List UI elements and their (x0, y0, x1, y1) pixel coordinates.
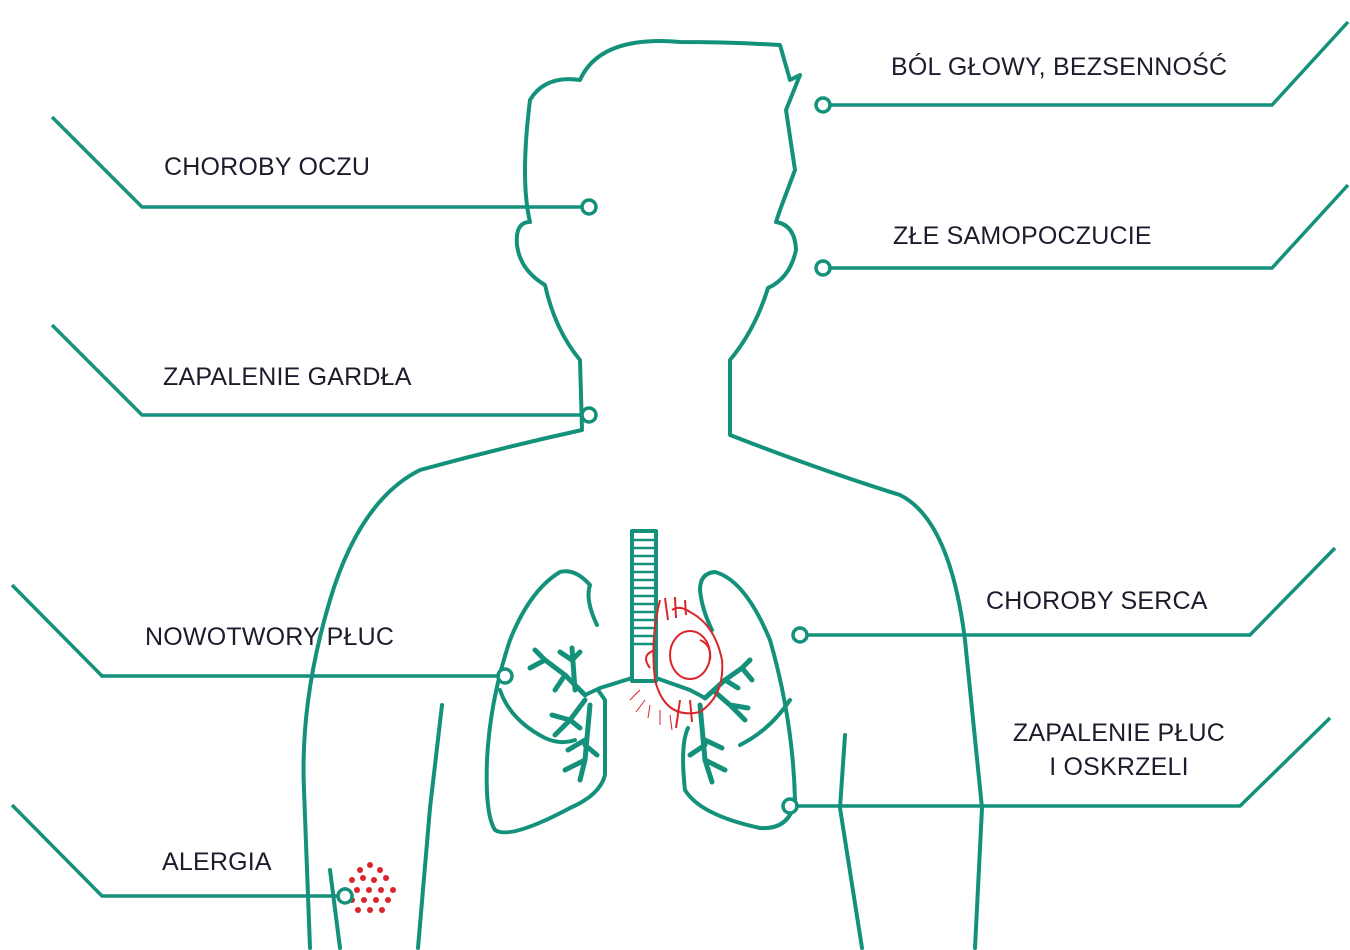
label-wellbeing: ZŁE SAMOPOCZUCIE (893, 219, 1152, 253)
marker-wellbeing (816, 261, 830, 275)
allergy-dots (342, 862, 396, 913)
label-pneumonia: ZAPALENIE PŁUC I OSKRZELI (998, 716, 1240, 784)
body-silhouette (304, 41, 982, 948)
right-lung (683, 572, 795, 828)
label-pneumonia-line2: I OSKRZELI (998, 750, 1240, 784)
right-inner-arm (840, 735, 862, 948)
left-forearm-line (330, 870, 340, 948)
label-eyes: CHOROBY OCZU (164, 150, 370, 184)
label-headache: BÓL GŁOWY, BEZSENNOŚĆ (891, 50, 1227, 84)
marker-lung-cancer (498, 669, 512, 683)
heart-illustration (630, 597, 722, 730)
marker-eyes (582, 200, 596, 214)
label-lung-cancer: NOWOTWORY PŁUC (145, 620, 394, 654)
marker-headache (816, 98, 830, 112)
marker-throat (582, 408, 596, 422)
left-inner-arm (418, 705, 442, 948)
marker-heart (793, 628, 807, 642)
label-heart-disease: CHOROBY SERCA (986, 584, 1208, 618)
marker-pneumonia (783, 799, 797, 813)
label-allergy: ALERGIA (162, 845, 272, 879)
marker-allergy (338, 889, 352, 903)
trachea-rings (634, 540, 654, 644)
label-throat: ZAPALENIE GARDŁA (163, 360, 412, 394)
label-pneumonia-line1: ZAPALENIE PŁUC (998, 716, 1240, 750)
bronchial-tree-left (530, 648, 597, 780)
